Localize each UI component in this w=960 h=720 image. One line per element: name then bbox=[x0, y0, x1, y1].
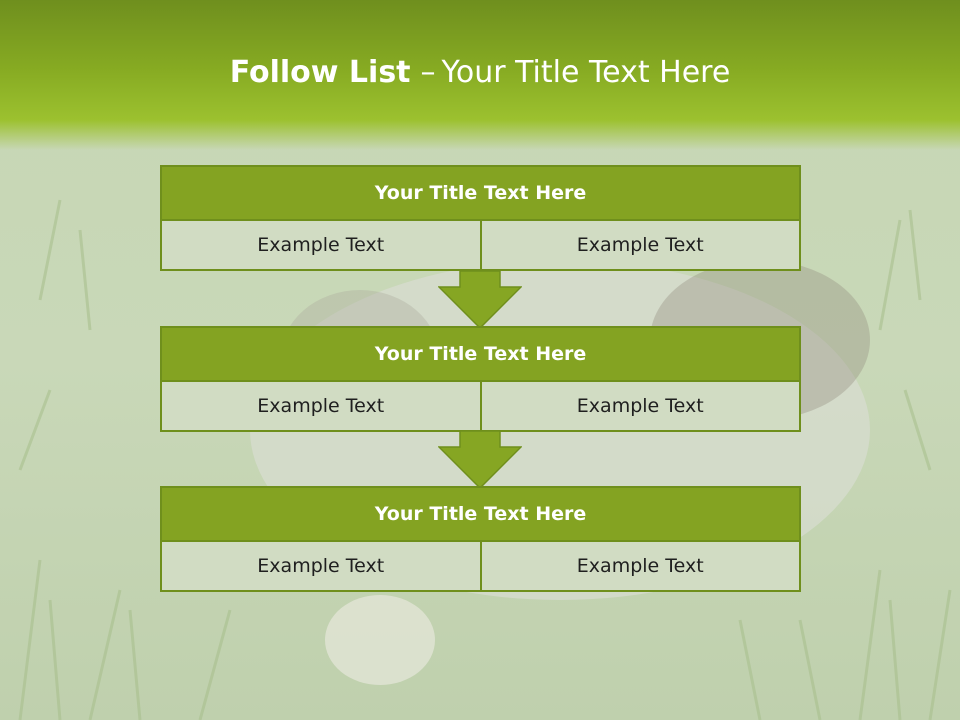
block-cells: Example Text Example Text bbox=[160, 542, 801, 592]
follow-block-1: Your Title Text Here Example Text Exampl… bbox=[160, 165, 801, 271]
down-arrow-icon bbox=[438, 271, 522, 329]
block-cell-left: Example Text bbox=[160, 542, 482, 592]
slide-title-bold: Follow List bbox=[229, 55, 411, 90]
follow-block-3: Your Title Text Here Example Text Exampl… bbox=[160, 486, 801, 592]
block-cell-right: Example Text bbox=[481, 542, 801, 592]
block-cell-right: Example Text bbox=[481, 221, 801, 271]
slide-title: Follow List–Your Title Text Here bbox=[0, 55, 960, 90]
header-band bbox=[0, 0, 960, 150]
block-title: Your Title Text Here bbox=[160, 486, 801, 542]
block-cells: Example Text Example Text bbox=[160, 382, 801, 432]
down-arrow-icon bbox=[438, 431, 522, 489]
block-cell-right: Example Text bbox=[481, 382, 801, 432]
block-cell-left: Example Text bbox=[160, 221, 482, 271]
block-cell-left: Example Text bbox=[160, 382, 482, 432]
block-title: Your Title Text Here bbox=[160, 165, 801, 221]
slide-title-separator: – bbox=[420, 55, 436, 90]
follow-block-2: Your Title Text Here Example Text Exampl… bbox=[160, 326, 801, 432]
block-cells: Example Text Example Text bbox=[160, 221, 801, 271]
block-title: Your Title Text Here bbox=[160, 326, 801, 382]
slide-title-rest: Your Title Text Here bbox=[441, 55, 731, 90]
